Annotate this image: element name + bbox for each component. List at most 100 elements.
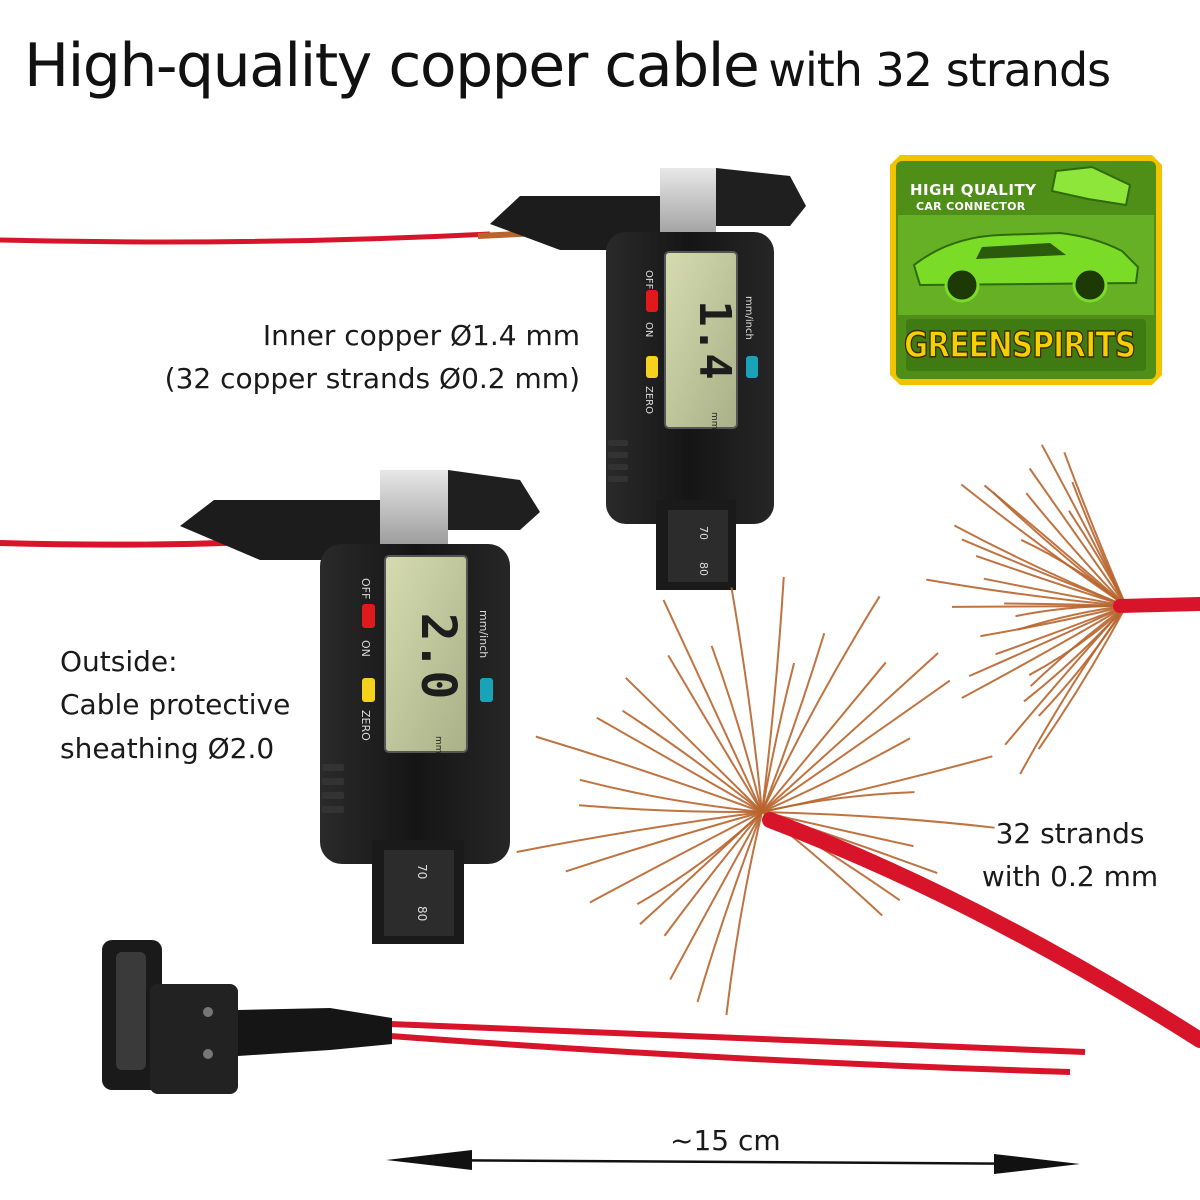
copper-strand xyxy=(667,654,763,813)
caliper-bottom-scale-a: 70 xyxy=(415,864,429,879)
copper-strand xyxy=(516,811,763,853)
copper-strand xyxy=(579,778,763,813)
copper-strand xyxy=(1028,605,1127,676)
caliper-top-unit-button xyxy=(746,356,758,378)
outside-line3: sheathing Ø2.0 xyxy=(60,731,275,765)
copper-strand xyxy=(983,484,1127,607)
caliper-bottom-upper-jaw xyxy=(180,500,380,560)
caliper-bottom-zero-button xyxy=(362,678,375,702)
caliper-bottom-off-button xyxy=(362,604,375,628)
outside-line2: Cable protective xyxy=(60,688,291,722)
logo-line1: HIGH QUALITY xyxy=(910,181,1037,199)
copper-strand xyxy=(953,524,1127,607)
copper-strand xyxy=(761,811,995,829)
cable-fan-right xyxy=(1113,597,1200,613)
copper-strand xyxy=(662,599,763,813)
copper-strand xyxy=(1037,605,1127,750)
copper-strand xyxy=(663,811,763,937)
caliper-top-zero-button xyxy=(646,356,658,378)
strand-fan-center xyxy=(516,576,995,1016)
caliper-top-off-label: OFF xyxy=(643,270,654,290)
caliper-bottom-right-jaw xyxy=(448,470,540,530)
caliper-bottom: 2.0 mm OFF ON ZERO mm/inch 70 80 xyxy=(0,470,540,944)
connector-screw-1 xyxy=(203,1007,213,1017)
copper-strand xyxy=(579,804,763,814)
connector-wire-2 xyxy=(389,1033,1071,1075)
copper-strand xyxy=(535,735,763,813)
copper-strand xyxy=(761,595,881,813)
copper-strand xyxy=(589,811,763,904)
connector-body xyxy=(150,984,238,1094)
caliper-top-lcd xyxy=(664,251,738,429)
copper-strand xyxy=(761,661,887,813)
caliper-top-scale-a: 70 xyxy=(697,526,710,540)
copper-strand xyxy=(696,811,763,1003)
copper-strand xyxy=(761,576,785,813)
strands-line2: with 0.2 mm xyxy=(981,860,1159,894)
caliper-top-unit: mm xyxy=(709,412,719,430)
copper-strand xyxy=(761,632,826,813)
arrow-left-head xyxy=(386,1150,472,1170)
connector-wire-1 xyxy=(389,1021,1086,1055)
copper-strand xyxy=(1019,605,1127,775)
copper-strand xyxy=(960,483,1127,607)
copper-strand xyxy=(636,811,763,906)
copper-strand xyxy=(968,605,1127,678)
caliper-bottom-on-label: ON xyxy=(359,640,372,657)
arrow-right-head xyxy=(994,1154,1080,1174)
strands-line1: 32 strands xyxy=(995,817,1145,850)
copper-strand xyxy=(995,605,1127,656)
length-arrow xyxy=(386,1150,1080,1174)
caliper-top-scale-b: 80 xyxy=(697,562,710,576)
caliper-top-zero-label: ZERO xyxy=(643,386,654,414)
copper-strand xyxy=(1063,451,1127,607)
copper-strand xyxy=(710,645,763,813)
caliper-top-grip xyxy=(608,440,628,482)
caliper-top-unit-toggle-label: mm/inch xyxy=(743,296,754,340)
copper-strand xyxy=(596,716,763,813)
copper-strand xyxy=(761,737,911,813)
caliper-top-on-label: ON xyxy=(643,322,654,337)
plug-icon xyxy=(1050,165,1132,207)
caliper-top: 1.4 mm OFF ON ZERO mm/inch 70 80 xyxy=(0,168,806,590)
caliper-top-right-jaw xyxy=(716,168,806,226)
logo-line2: CAR CONNECTOR xyxy=(916,200,1026,213)
caliper-bottom-unit-toggle-label: mm/inch xyxy=(477,610,490,658)
strand-fan-right xyxy=(926,444,1127,775)
copper-strand xyxy=(1068,510,1127,607)
caliper-bottom-zero-label: ZERO xyxy=(359,710,372,741)
copper-strand xyxy=(1038,605,1127,717)
outside-sheath-label: Outside: Cable protective sheathing Ø2.0 xyxy=(60,640,290,770)
copper-strand xyxy=(730,587,763,813)
copper-strand xyxy=(926,578,1127,607)
caliper-bottom-unit: mm xyxy=(433,736,443,754)
caliper-top-off-button xyxy=(646,290,658,312)
copper-strand xyxy=(1028,467,1127,607)
copper-strand xyxy=(975,554,1127,607)
copper-strand xyxy=(1023,605,1127,703)
copper-strand xyxy=(725,811,763,1016)
copper-strand xyxy=(961,605,1127,699)
title-sub: with 32 strands xyxy=(768,43,1111,97)
cable-fan-center xyxy=(762,812,1200,1048)
copper-strand xyxy=(761,652,939,813)
caliper-bottom-unit-button xyxy=(480,678,493,702)
outside-line1: Outside: xyxy=(60,645,178,678)
logo-brand: GREENSPIRITS xyxy=(903,324,1136,367)
title-main: High-quality copper cable xyxy=(24,31,760,101)
cable-top-wire xyxy=(0,231,491,245)
copper-strand xyxy=(980,605,1127,638)
copper-strand xyxy=(1004,605,1127,746)
inner-copper-line2: (32 copper strands Ø0.2 mm) xyxy=(164,362,580,396)
connector-boot xyxy=(238,1008,392,1056)
greenspirits-logo: HIGH QUALITY CAR CONNECTOR GREENSPIRITS xyxy=(890,155,1162,385)
caliper-bottom-lcd xyxy=(384,555,468,753)
strands-label: 32 strands with 0.2 mm xyxy=(970,812,1170,899)
copper-strand xyxy=(1025,492,1127,607)
copper-strand xyxy=(669,811,763,981)
copper-strand xyxy=(625,677,763,813)
copper-strand xyxy=(621,709,763,813)
copper-strand xyxy=(761,755,993,813)
